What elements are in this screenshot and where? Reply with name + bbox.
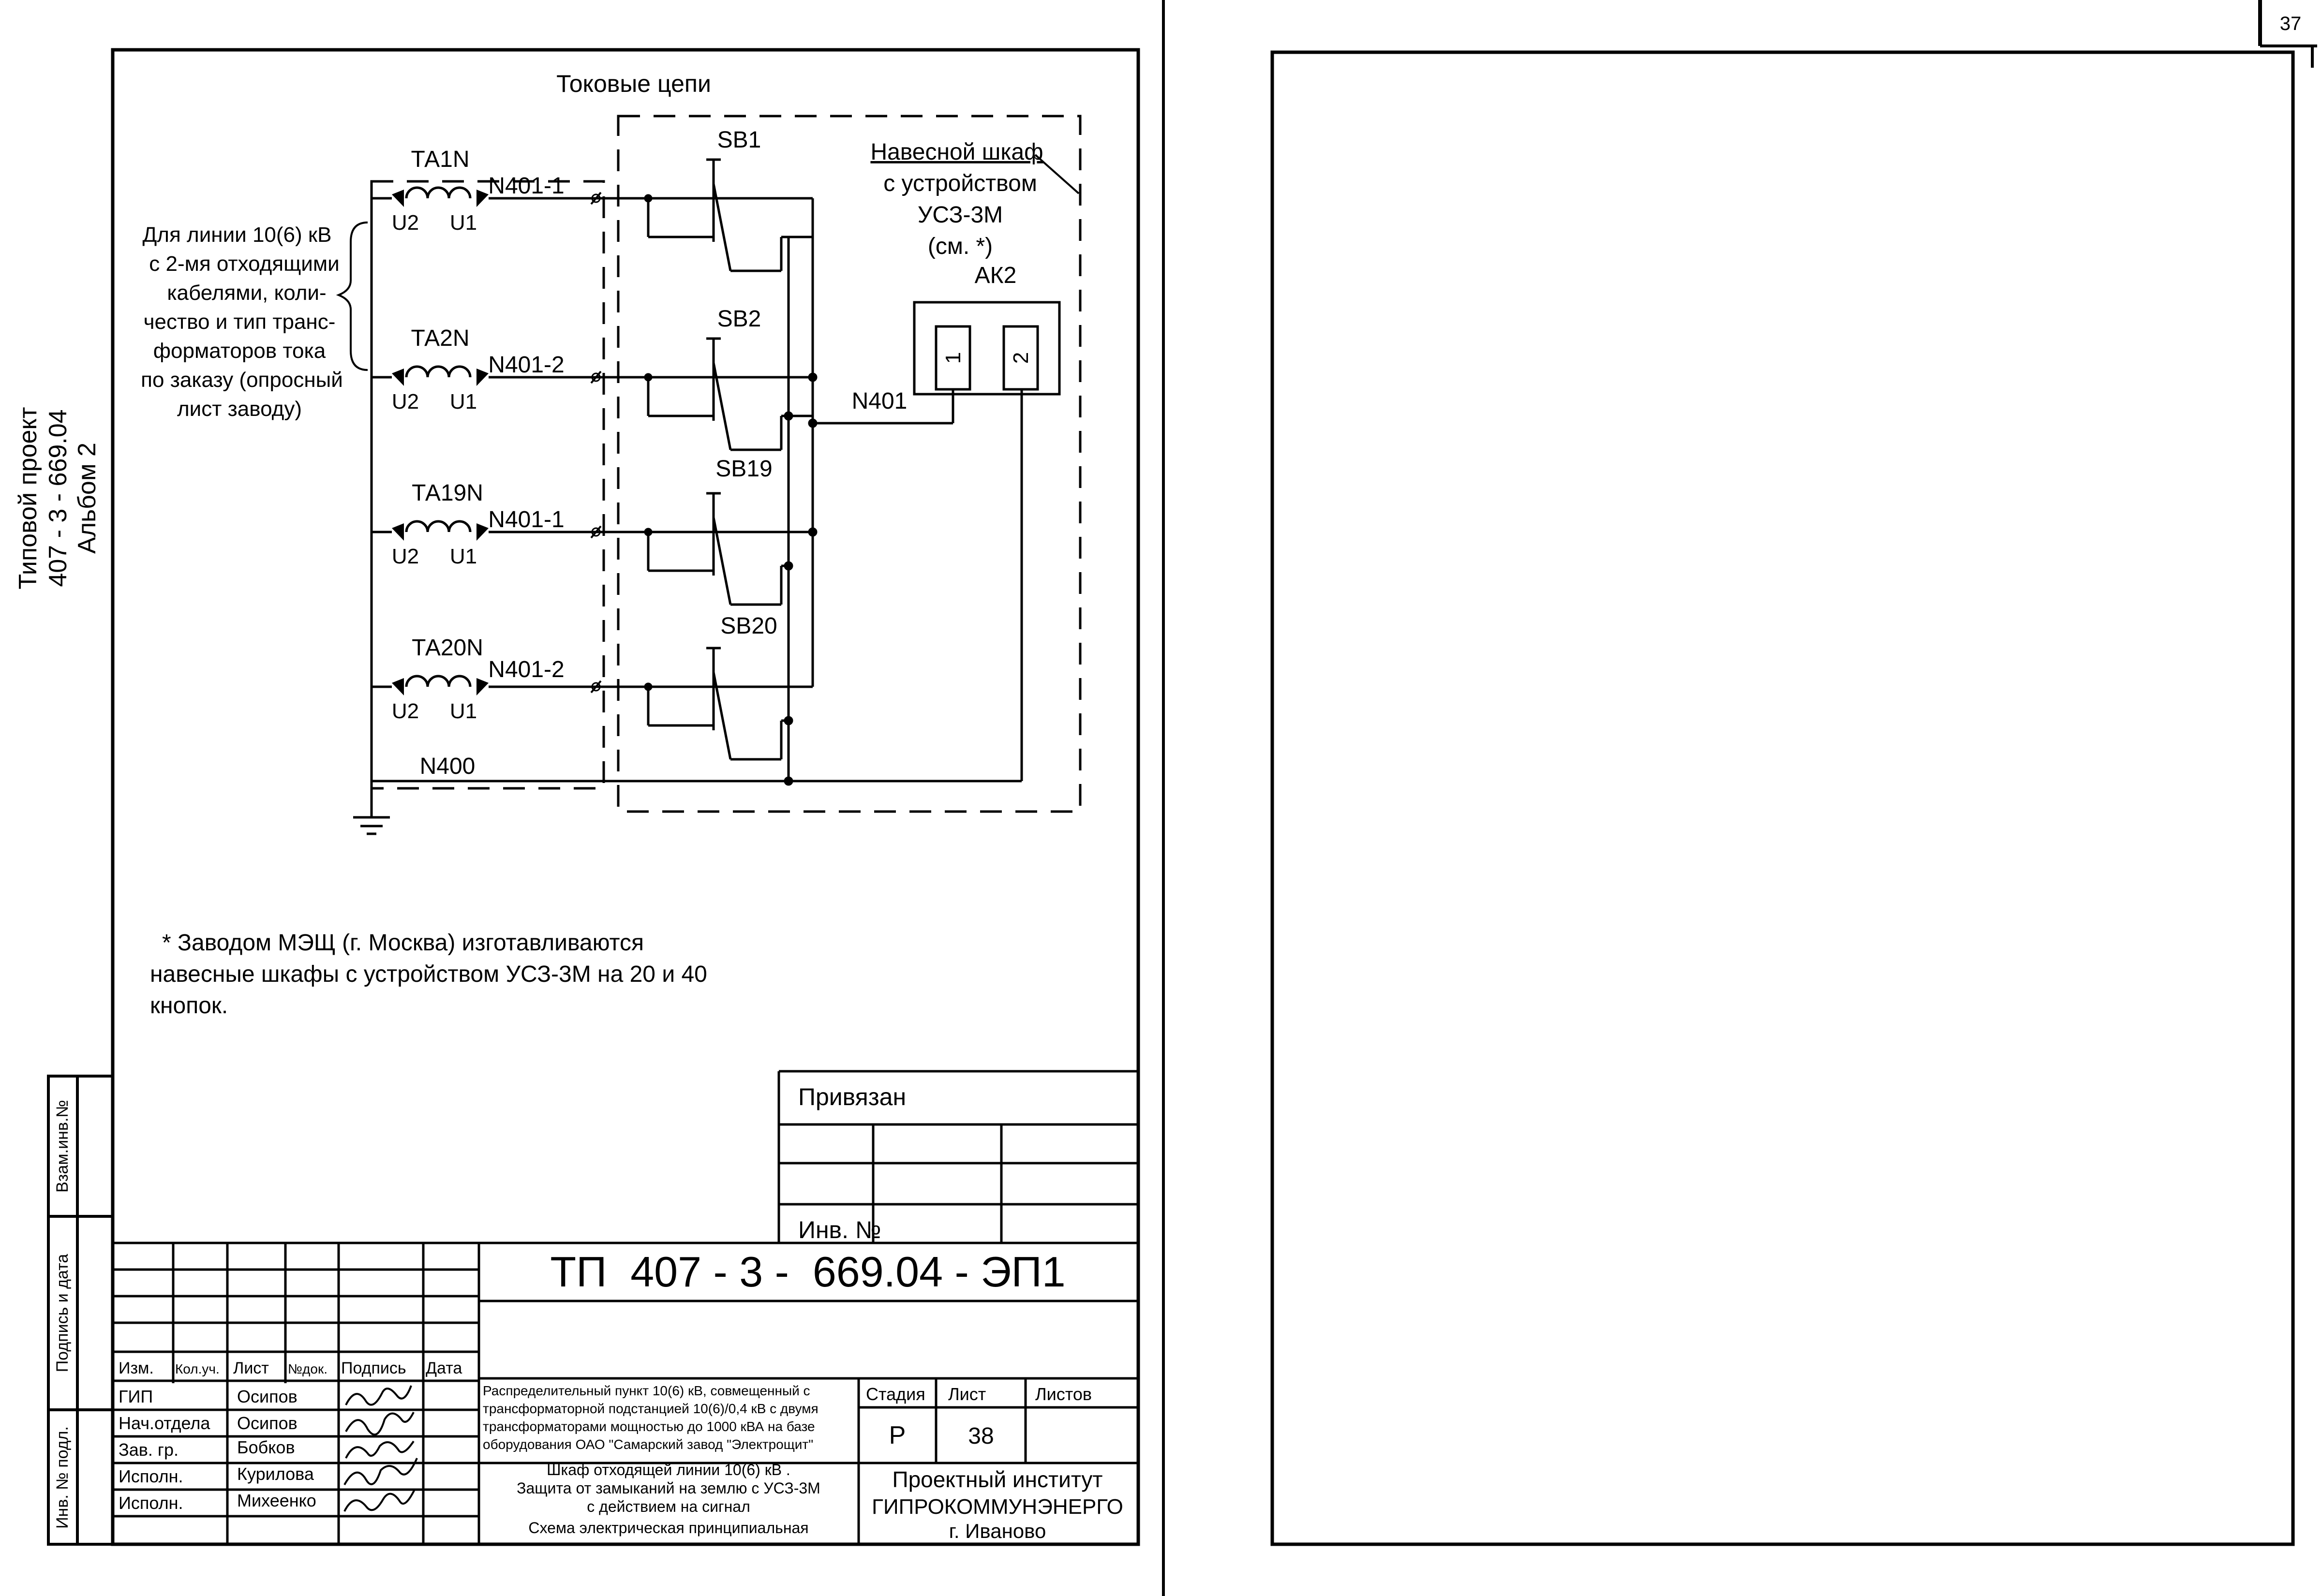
brace-note-4: чество и тип транс-: [144, 310, 336, 334]
side-stamp-line2: 407 - 3 - 669.04: [44, 409, 72, 587]
page-number: 37: [2280, 13, 2302, 34]
ct2-u2: U2: [392, 390, 419, 414]
signatures: [343, 1385, 418, 1512]
ct-row-4: ТА20N N401-2 U2 U1 SB20: [372, 613, 813, 761]
relay-name: АК2: [975, 263, 1017, 288]
org-line-3: г. Иваново: [949, 1520, 1046, 1542]
ct-row-3: ТА19N N401-1 U2 U1 SB19: [372, 456, 813, 606]
staff-role-4: Исполн.: [119, 1466, 183, 1486]
relay-pin2: 2: [1009, 352, 1033, 364]
cabinet-label-3: УСЗ-3М: [918, 202, 1003, 228]
object-desc-1: Распределительный пункт 10(6) кВ, совмещ…: [483, 1383, 810, 1398]
ct2-u1: U1: [450, 390, 477, 414]
relay-pin1: 1: [941, 352, 965, 364]
relay-body: [913, 301, 1061, 396]
page-number-box: 37: [2258, 0, 2317, 68]
hdr-data: Дата: [426, 1359, 462, 1377]
privyazan-block: [777, 1070, 1138, 1243]
staff-name-5: Михеенко: [237, 1491, 316, 1510]
org-line-1: Проектный институт: [893, 1467, 1103, 1492]
brace-note-2: с 2-мя отходящими: [149, 252, 339, 276]
ct1-u2: U2: [392, 211, 419, 235]
drawing-title-2: Защита от замыканий на землю с УСЗ-3М: [517, 1479, 820, 1497]
drawing-title-1: Шкаф отходящей линии 10(6) кВ .: [547, 1461, 790, 1478]
strip-field-inv: Инв. № подл.: [53, 1426, 72, 1529]
cabinet-label-1: Навесной шкаф: [870, 139, 1043, 165]
ct4-u2: U2: [392, 699, 419, 723]
staff-name-3: Бобков: [237, 1437, 295, 1457]
schematic: Токовые цепи Навесной шкаф с устройством…: [141, 70, 1082, 1019]
side-stamp-line1: Типовой проект: [14, 407, 42, 589]
sb2-label: SB2: [717, 306, 761, 332]
ct2-name: ТА2N: [411, 325, 469, 351]
privyazan-inv: Инв. №: [798, 1216, 881, 1243]
staff-name-4: Курилова: [237, 1464, 314, 1484]
ct-row-2: ТА2N N401-2 U2 U1 SB2: [372, 306, 813, 451]
brace: [336, 222, 368, 371]
staff-name-2: Осипов: [237, 1413, 298, 1433]
footnote-3: кнопок.: [150, 993, 228, 1019]
sheet-value: 38: [968, 1423, 994, 1449]
strip-field-podpis: Подпись и дата: [53, 1254, 72, 1373]
strip-field-vzam: Взам.инв.№: [53, 1100, 72, 1193]
hdr-izm: Изм.: [119, 1359, 154, 1377]
ct1-wire: N401-1: [488, 173, 564, 199]
hdr-podpis: Подпись: [341, 1359, 406, 1377]
ct4-wire: N401-2: [488, 657, 564, 682]
brace-note-6: по заказу (опросный: [141, 368, 343, 392]
object-desc-2: трансформаторной подстанцией 10(6)/0,4 к…: [483, 1401, 819, 1416]
title-block: [113, 1241, 1138, 1544]
sb19-label: SB19: [715, 456, 772, 482]
binding-strip: [47, 1075, 114, 1546]
side-stamp-line3: Альбом 2: [73, 443, 101, 554]
staff-role-3: Зав. гр.: [119, 1440, 179, 1460]
designation: ТП 407 - 3 - 669.04 - ЭП1: [550, 1248, 1065, 1296]
drawing-title-3: с действием на сигнал: [587, 1498, 750, 1515]
ct4-u1: U1: [450, 699, 477, 723]
drawing-title-4: Схема электрическая принципиальная: [528, 1519, 808, 1537]
ct3-name: ТА19N: [412, 480, 483, 506]
ct-group-outline: [370, 180, 605, 790]
staff-role-5: Исполн.: [119, 1493, 183, 1513]
ct2-wire: N401-2: [488, 352, 564, 378]
object-desc-4: оборудования ОАО "Самарский завод "Элект…: [483, 1437, 813, 1452]
sb1-label: SB1: [717, 127, 761, 153]
cabinet-label-4: (см. *): [928, 234, 993, 259]
n401-label: N401: [852, 388, 908, 414]
n400-label: N400: [420, 754, 476, 779]
footnote-2: навесные шкафы с устройством УСЗ-3М на 2…: [150, 961, 707, 987]
brace-note-3: кабелями, коли-: [167, 281, 326, 305]
hdr-list: Лист: [233, 1359, 269, 1377]
ct1-u1: U1: [450, 211, 477, 235]
staff-role-2: Нач.отдела: [119, 1413, 210, 1433]
hdr-kolvo: Кол.уч.: [175, 1361, 220, 1376]
ct3-wire: N401-1: [488, 507, 564, 532]
brace-note-7: лист заводу): [177, 397, 302, 421]
privyazan-title: Привязан: [798, 1083, 906, 1110]
stage-value: Р: [889, 1421, 906, 1449]
sheet-header: Лист: [948, 1384, 986, 1404]
staff-role-1: ГИП: [119, 1387, 153, 1406]
sb20-label: SB20: [720, 613, 777, 639]
left-page-frame: [111, 48, 1140, 1546]
ct3-u2: U2: [392, 545, 419, 568]
staff-name-1: Осипов: [237, 1387, 298, 1406]
org-line-2: ГИПРОКОММУНЭНЕРГО: [872, 1495, 1123, 1519]
ct3-u1: U1: [450, 545, 477, 568]
cabinet-label-2: с устройством: [883, 171, 1037, 196]
diagram-title: Токовые цепи: [556, 70, 711, 97]
brace-note-5: форматоров тока: [153, 339, 326, 363]
sheets-header: Листов: [1035, 1384, 1092, 1404]
side-stamp: Типовой проект 407 - 3 - 669.04 Альбом 2: [14, 407, 101, 589]
footnote-1: * Заводом МЭЩ (г. Москва) изготавливаютс…: [162, 930, 644, 956]
brace-note-1: Для линии 10(6) кВ: [143, 223, 332, 247]
ct4-name: ТА20N: [412, 635, 483, 661]
ct1-name: ТА1N: [411, 147, 469, 172]
stage-header: Стадия: [866, 1384, 925, 1404]
object-desc-3: трансформаторами мощностью до 1000 кВА н…: [483, 1419, 815, 1434]
hdr-ndok: №док.: [288, 1361, 327, 1376]
ct-row-1: ТА1N N401-1 U2 U1 SB1: [372, 127, 813, 272]
right-page-frame: [1270, 50, 2295, 1546]
cabinet-outline: [617, 115, 1082, 813]
